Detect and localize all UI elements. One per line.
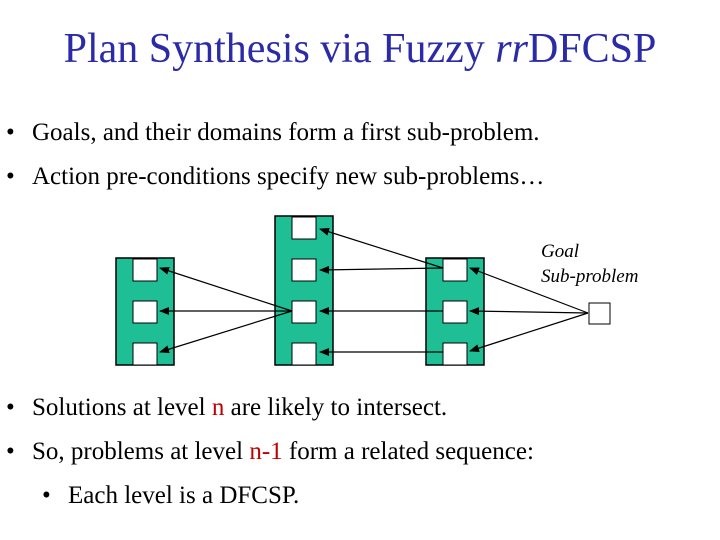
arrows-level-2-to-level-3 — [159, 266, 293, 354]
sub-bullet-dfcsp: • Each level is a DFCSP. — [42, 481, 299, 511]
bullet-text: Action pre-conditions specify new sub-pr… — [32, 163, 545, 190]
title-italic: rr — [495, 26, 528, 72]
bullet-sequence: • So, problems at level n-1 form a relate… — [6, 437, 534, 467]
variable-box — [442, 300, 468, 324]
arrows-level-1-to-level-2 — [319, 227, 444, 356]
variable-box — [291, 300, 317, 324]
bullet-dot: • — [6, 163, 15, 190]
variable-box — [132, 258, 158, 282]
variable-box — [291, 258, 317, 282]
bullet-dot: • — [6, 438, 15, 465]
variable-box — [442, 342, 468, 366]
bullet-text-pre: So, problems at level — [32, 438, 250, 465]
bullet-text-pre: Solutions at level — [32, 394, 212, 421]
bullet-text: Goals, and their domains form a first su… — [32, 119, 540, 146]
bullet-dot: • — [6, 119, 15, 146]
goal-label-line1: Goal — [541, 241, 579, 262]
title-suffix: DFCSP — [527, 26, 657, 72]
bullet-goals: • Goals, and their domains form a first s… — [6, 118, 540, 148]
bullet-dot: • — [42, 482, 51, 509]
goal-subproblem-label: Goal Sub-problem — [541, 240, 638, 289]
goal-box — [588, 302, 611, 325]
variable-box — [291, 342, 317, 366]
variable-box — [132, 342, 158, 366]
goal-label-line2: Sub-problem — [541, 265, 639, 287]
title-text: Plan Synthesis via Fuzzy — [63, 26, 496, 72]
level-n-minus-1-highlight: n-1 — [249, 438, 283, 465]
bullet-dot: • — [6, 394, 15, 421]
variable-box — [291, 216, 317, 240]
arrows-goal-to-level-1 — [469, 267, 589, 353]
bullet-text-post: are likely to intersect. — [224, 394, 448, 421]
bullet-text: Each level is a DFCSP. — [68, 482, 300, 509]
bullet-solutions: • Solutions at level n are likely to inte… — [6, 393, 447, 423]
level-n-highlight: n — [211, 394, 225, 421]
bullet-preconditions: • Action pre-conditions specify new sub-p… — [6, 162, 544, 192]
subproblem-level-2 — [274, 215, 334, 366]
variable-box — [442, 258, 468, 282]
slide-title: Plan Synthesis via Fuzzy rrDFCSP — [0, 26, 720, 72]
variable-box — [132, 300, 158, 324]
bullet-text-post: form a related sequence: — [282, 438, 534, 465]
